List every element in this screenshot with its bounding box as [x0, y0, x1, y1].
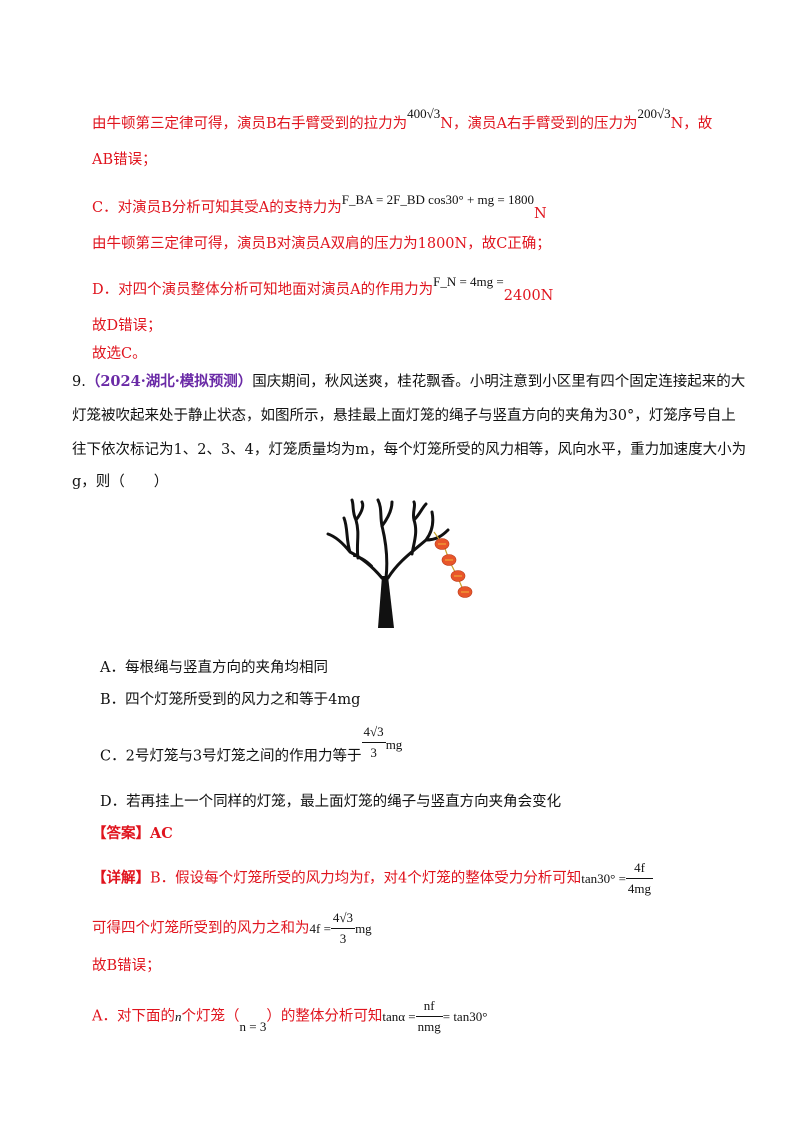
- formula-200-root3: 200√3: [637, 106, 671, 121]
- question-number: 9.: [72, 374, 86, 390]
- formula-fn: F_N = 4mg =: [433, 274, 504, 289]
- question-9-line-4: g，则（ ）: [72, 474, 169, 490]
- formula-400-root3: 400√3: [407, 106, 441, 121]
- option-d: D．若再挂上一个同样的灯笼，最上面灯笼的绳子与竖直方向夹角会变化: [100, 794, 562, 810]
- solution-line-4: 由牛顿第三定律可得，演员B对演员A双肩的压力为1800N，故C正确；: [92, 236, 551, 252]
- option-a: A．每根绳与竖直方向的夹角均相同: [100, 660, 328, 676]
- detail-line-1: 【详解】B．假设每个灯笼所受的风力均为f，对4个灯笼的整体受力分析可知tan30…: [92, 858, 654, 899]
- solution-line-3: C．对演员B分析可知其受A的支持力为F_BA = 2F_BD cos30° + …: [92, 192, 547, 222]
- solution-line-5: D．对四个演员整体分析可知地面对演员A的作用力为F_N = 4mg =2400N: [92, 274, 554, 304]
- tree-icon: [326, 498, 450, 628]
- solution-line-6: 故D错误；: [92, 318, 162, 334]
- question-9-line-1: 9.（2024·湖北·模拟预测）国庆期间，秋风送爽，桂花飘香。小明注意到小区里有…: [72, 373, 746, 390]
- answer-label: 【答案】AC: [92, 825, 173, 842]
- question-9-line-2: 灯笼被吹起来处于静止状态，如图所示，悬挂最上面灯笼的绳子与竖直方向的夹角为30°…: [72, 408, 736, 424]
- solution-line-2: AB错误；: [92, 152, 157, 168]
- question-source: （2024·湖北·模拟预测）: [85, 373, 253, 390]
- question-9-line-3: 往下依次标记为1、2、3、4，灯笼质量均为m，每个灯笼所受的风力相等，风向水平，…: [72, 442, 747, 458]
- detail-line-3: 故B错误；: [92, 958, 161, 974]
- option-b: B．四个灯笼所受到的风力之和等于4mg: [100, 692, 361, 708]
- tree-lantern-figure: [326, 498, 473, 628]
- formula-fba: F_BA = 2F_BD cos30° + mg = 1800: [341, 192, 534, 207]
- solution-line-1: 由牛顿第三定律可得，演员B右手臂受到的拉力为400√3N，演员A右手臂受到的压力…: [92, 106, 713, 132]
- solution-line-7: 故选C。: [92, 346, 147, 362]
